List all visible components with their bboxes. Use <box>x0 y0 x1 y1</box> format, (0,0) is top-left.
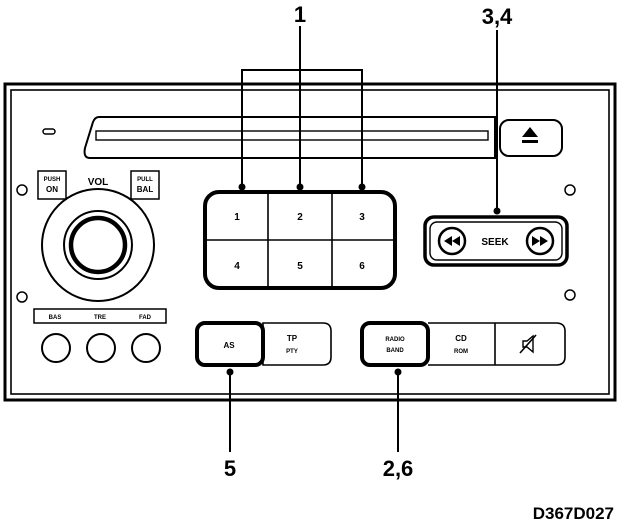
indicator-led <box>42 128 56 135</box>
knob-labels: PUSH ON VOL PULL BAL <box>37 170 160 200</box>
fast-forward-icon <box>532 236 548 246</box>
treble-knob[interactable] <box>86 333 116 363</box>
tre-label: TRE <box>94 315 106 321</box>
cd-rom-button[interactable]: CD ROM <box>429 324 494 364</box>
callout-leader-as <box>226 368 234 452</box>
callout-3-4: 3,4 <box>482 4 513 29</box>
callout-2-6: 2,6 <box>383 456 414 481</box>
eject-icon <box>522 127 538 143</box>
callout-leader-presets <box>238 26 366 191</box>
mute-button[interactable] <box>496 324 564 364</box>
seek-forward-button[interactable] <box>525 226 555 256</box>
push-label: PUSH <box>44 177 61 183</box>
preset-button-3[interactable]: 3 <box>333 194 393 239</box>
svg-text:RADIO: RADIO <box>385 337 405 343</box>
svg-text:AS: AS <box>223 341 235 350</box>
screw-hole <box>564 184 576 196</box>
svg-text:3: 3 <box>359 212 365 223</box>
preset-button-6[interactable]: 6 <box>333 241 393 286</box>
svg-text:ROM: ROM <box>454 349 468 355</box>
as-button[interactable]: AS <box>195 321 265 367</box>
seek-label: SEEK <box>481 237 509 248</box>
tone-labels: BAS TRE FAD <box>33 308 167 324</box>
figure-code: D367D027 <box>533 504 614 523</box>
callout-5: 5 <box>224 456 236 481</box>
pull-label: PULL <box>137 177 153 183</box>
svg-text:5: 5 <box>297 261 303 272</box>
eject-button[interactable] <box>499 119 563 157</box>
push-on-label-box <box>37 170 67 200</box>
svg-text:4: 4 <box>234 261 240 272</box>
rewind-icon <box>444 236 460 246</box>
preset-button-1[interactable]: 1 <box>207 194 267 239</box>
svg-text:CD: CD <box>455 334 467 343</box>
as-tp-group: AS TP PTY <box>195 321 332 367</box>
preset-button-2[interactable]: 2 <box>269 194 331 239</box>
svg-text:PTY: PTY <box>286 349 298 355</box>
tp-pty-button[interactable]: TP PTY <box>262 322 332 366</box>
callout-leaders <box>226 26 501 452</box>
callout-1: 1 <box>294 2 306 27</box>
screw-hole <box>16 184 28 196</box>
callout-leader-radio-band <box>394 368 402 452</box>
fader-knob[interactable] <box>131 333 161 363</box>
screw-hole <box>564 289 576 301</box>
fad-label: FAD <box>139 315 152 321</box>
svg-text:1: 1 <box>234 212 240 223</box>
seek-control: SEEK <box>423 215 569 267</box>
preset-button-5[interactable]: 5 <box>269 241 331 286</box>
screw-holes <box>16 184 576 303</box>
screw-hole <box>16 291 28 303</box>
vol-label: VOL <box>88 177 109 188</box>
bas-label: BAS <box>49 315 62 321</box>
faceplate <box>3 82 617 402</box>
on-label: ON <box>46 185 58 194</box>
preset-buttons: 1 2 3 4 5 6 <box>203 190 397 290</box>
svg-text:2: 2 <box>297 212 303 223</box>
svg-text:BAND: BAND <box>386 348 404 354</box>
radio-band-button[interactable]: RADIO BAND <box>360 321 430 367</box>
bass-knob[interactable] <box>41 333 71 363</box>
callout-leader-seek <box>493 30 501 215</box>
svg-text:6: 6 <box>359 261 365 272</box>
cd-slot <box>83 116 496 159</box>
preset-button-4[interactable]: 4 <box>207 241 267 286</box>
bal-label: BAL <box>137 185 154 194</box>
pull-bal-label-box <box>130 170 160 200</box>
svg-text:TP: TP <box>287 334 298 343</box>
mute-icon <box>519 334 537 354</box>
volume-knob[interactable] <box>41 188 155 302</box>
source-buttons: RADIO BAND CD ROM <box>360 321 566 367</box>
seek-back-button[interactable] <box>437 226 467 256</box>
